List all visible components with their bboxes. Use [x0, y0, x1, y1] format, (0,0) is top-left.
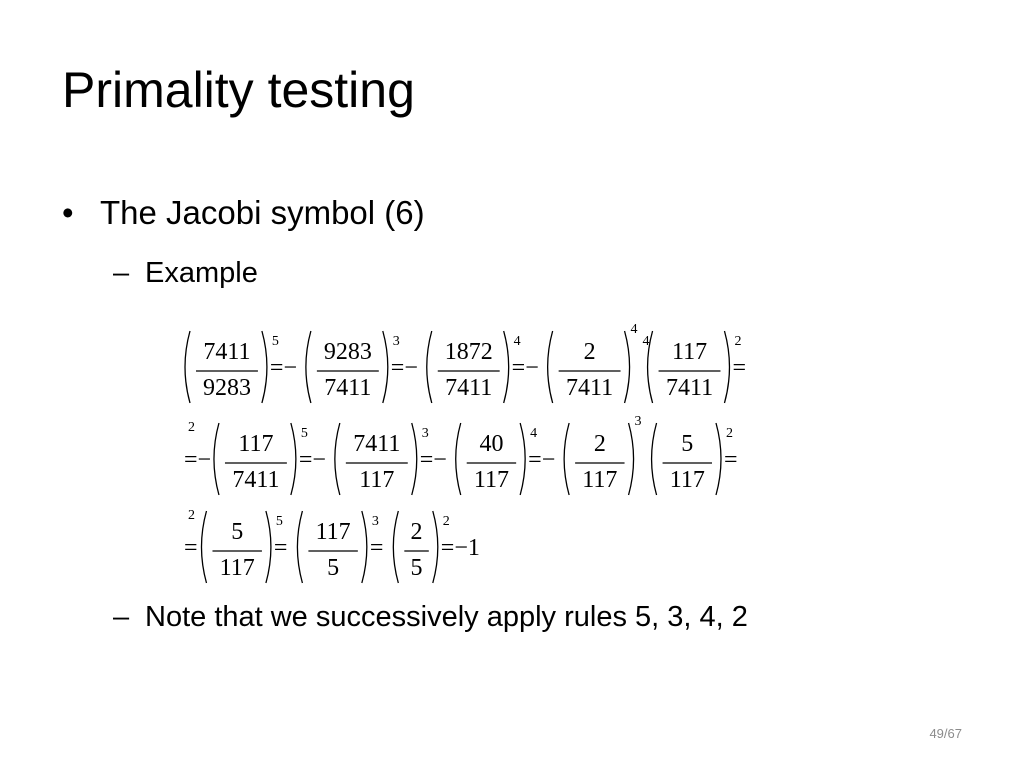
superscript: 3 — [422, 426, 429, 441]
right-paren — [627, 422, 635, 496]
denominator: 117 — [220, 555, 255, 581]
right-paren — [265, 510, 272, 584]
slide-title: Primality testing — [62, 62, 415, 118]
operator: =− — [391, 355, 418, 381]
superscript: 2 — [188, 420, 195, 435]
numerator: 5 — [681, 431, 693, 457]
superscript: 4 — [514, 334, 521, 349]
numerator: 2 — [411, 519, 423, 545]
right-paren — [623, 330, 631, 404]
numerator: 7411 — [203, 339, 250, 365]
right-paren — [361, 510, 368, 584]
sub-bullet-marker: – — [113, 601, 130, 633]
right-paren — [715, 422, 722, 496]
denominator: 5 — [327, 555, 339, 581]
denominator: 7411 — [324, 375, 371, 401]
bullet-marker: • — [62, 194, 74, 231]
operator: = — [732, 355, 746, 381]
denominator: 7411 — [666, 375, 713, 401]
numerator: 2 — [594, 431, 606, 457]
right-paren — [411, 422, 418, 496]
right-paren — [432, 510, 439, 584]
operator: = — [274, 535, 288, 561]
left-paren — [650, 422, 658, 496]
left-paren — [200, 510, 208, 584]
numerator: 1872 — [445, 339, 493, 365]
superscript: 4 — [643, 334, 650, 349]
exponent: 3 — [635, 415, 642, 429]
left-paren — [455, 422, 462, 496]
operator: =− — [512, 355, 539, 381]
sub-bullet-text: Note that we successively apply rules 5,… — [145, 601, 748, 633]
denominator: 5 — [411, 555, 423, 581]
right-paren — [290, 422, 297, 496]
numerator: 5 — [231, 519, 243, 545]
exponent: 4 — [631, 323, 638, 337]
bullet-text: The Jacobi symbol (6) — [100, 194, 425, 231]
numerator: 9283 — [324, 339, 372, 365]
numerator: 117 — [316, 519, 351, 545]
operator: = — [370, 535, 384, 561]
denominator: 9283 — [203, 375, 251, 401]
equation-row-3: 2 = 5 117 5 = 117 5 3 = 2 5 2 =−1 — [184, 508, 480, 584]
denominator: 117 — [670, 467, 705, 493]
operator: =− — [528, 447, 555, 473]
numerator: 40 — [479, 431, 503, 457]
operator: =− — [270, 355, 297, 381]
superscript: 5 — [276, 514, 283, 529]
left-paren — [213, 422, 220, 496]
left-paren — [296, 510, 304, 584]
right-paren — [382, 330, 389, 404]
operator: =− — [299, 447, 326, 473]
denominator: 7411 — [232, 467, 279, 493]
numerator: 7411 — [353, 431, 400, 457]
numerator: 117 — [672, 339, 707, 365]
right-paren — [723, 330, 731, 404]
left-paren — [563, 422, 570, 496]
superscript: 3 — [372, 514, 379, 529]
bullet-jacobi: • The Jacobi symbol (6) — [62, 193, 425, 233]
superscript: 5 — [272, 334, 279, 349]
left-paren — [547, 330, 554, 404]
sub-bullet-note: –Note that we successively apply rules 5… — [113, 600, 748, 635]
left-paren — [426, 330, 433, 404]
right-paren — [519, 422, 526, 496]
left-paren — [184, 330, 191, 404]
superscript: 2 — [443, 514, 450, 529]
equation-row-1: 741192835=−928374113=−187274114=−2741144… — [184, 323, 746, 404]
left-paren — [334, 422, 341, 496]
superscript: 3 — [393, 334, 400, 349]
sub-bullet-text: Example — [145, 257, 258, 289]
operator: =−1 — [441, 535, 480, 561]
numerator: 2 — [584, 339, 596, 365]
denominator: 117 — [474, 467, 509, 493]
denominator: 117 — [582, 467, 617, 493]
right-paren — [503, 330, 510, 404]
sub-bullet-marker: – — [113, 257, 130, 289]
operator: =− — [184, 447, 211, 473]
denominator: 7411 — [445, 375, 492, 401]
numerator: 117 — [238, 431, 273, 457]
left-paren — [305, 330, 312, 404]
superscript: 4 — [530, 426, 537, 441]
right-paren — [261, 330, 268, 404]
denominator: 7411 — [566, 375, 613, 401]
operator: = — [724, 447, 738, 473]
superscript: 2 — [188, 508, 195, 523]
page-number: 49/67 — [929, 726, 962, 741]
superscript: 2 — [734, 334, 741, 349]
left-paren — [646, 330, 654, 404]
sub-bullet-example: –Example — [113, 256, 258, 291]
superscript: 2 — [726, 426, 733, 441]
superscript: 5 — [301, 426, 308, 441]
operator: =− — [420, 447, 447, 473]
equation-row-2: 2 =− 117 7411 5 =− 7411 117 3 =− 40 117 4 =− 2 117 3 5 117… — [184, 415, 738, 496]
denominator: 117 — [359, 467, 394, 493]
left-paren — [392, 510, 399, 584]
operator: = — [184, 535, 198, 561]
